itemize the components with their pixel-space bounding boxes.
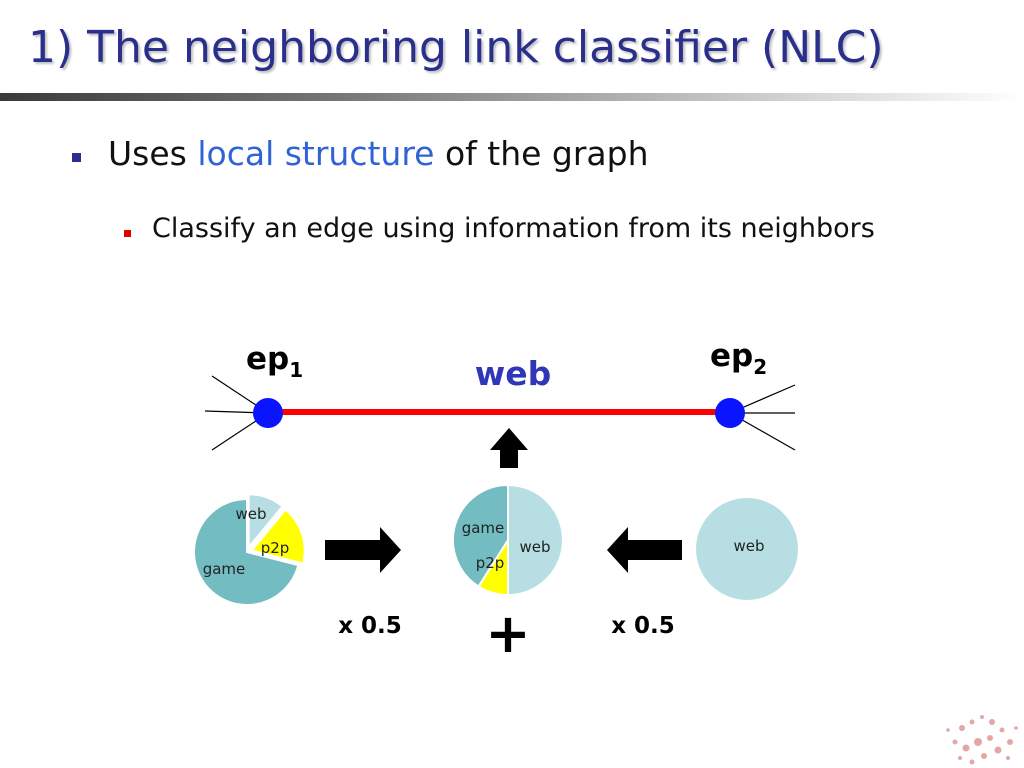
sub-bullet-square-icon	[124, 230, 131, 237]
logo-dot	[1006, 756, 1010, 760]
arrow-right-icon	[325, 527, 401, 573]
left-neighbor-pie: web p2p game	[193, 493, 306, 606]
logo-dot	[969, 759, 975, 765]
sub-bullet-text: Classify an edge using information from …	[152, 213, 875, 244]
title-underline	[0, 93, 1024, 101]
pie-label-web: web	[519, 538, 550, 556]
logo-dot	[946, 728, 950, 732]
ep2-node	[715, 398, 745, 428]
pie-slice-web	[694, 496, 800, 602]
arrow-left-icon	[607, 527, 682, 573]
pie-label-p2p: p2p	[261, 539, 290, 557]
bullet-text-after: of the graph	[434, 134, 649, 173]
plus-sign: +	[485, 602, 530, 665]
arrow-up-icon	[490, 428, 528, 468]
logo-dot	[999, 727, 1005, 733]
logo-dot	[1007, 739, 1013, 745]
logo-dot	[962, 744, 970, 752]
ep1-label-subscript: 1	[289, 358, 303, 382]
right-neighbor-pie: web	[694, 496, 800, 602]
logo-dot	[959, 725, 965, 731]
pie-label-game: game	[203, 560, 246, 578]
logo-dot	[1014, 726, 1018, 730]
page-title: 1) The neighboring link classifier (NLC)	[28, 22, 884, 73]
left-weight-label: x 0.5	[338, 613, 402, 639]
ep1-label: ep1	[246, 341, 303, 382]
logo-dot	[994, 746, 1002, 754]
bullet-highlight: local structure	[197, 134, 435, 173]
pie-slice-web	[247, 493, 284, 551]
ep1-node	[253, 398, 283, 428]
logo-dot	[987, 735, 993, 741]
logo-watermark	[946, 715, 1018, 765]
pie-slice-game	[452, 483, 509, 588]
ep1-label-base: ep	[246, 341, 289, 377]
right-weight-label: x 0.5	[611, 613, 675, 639]
pie-label-p2p: p2p	[476, 554, 505, 572]
pie-slice-p2p	[249, 508, 306, 565]
ep2-label-subscript: 2	[753, 355, 767, 379]
bullet-text-before: Uses	[108, 134, 198, 173]
ep2-label: ep2	[710, 338, 767, 379]
logo-dot	[981, 753, 987, 759]
pie-slice-game	[193, 497, 300, 606]
logo-dot	[974, 738, 982, 746]
edge-class-label: web	[475, 354, 552, 393]
logo-dot	[952, 739, 958, 745]
pie-label-web: web	[235, 505, 266, 523]
ep2-label-base: ep	[710, 338, 753, 374]
pie-label-game: game	[462, 519, 505, 537]
bullet-text: Uses local structure of the graph	[108, 134, 649, 173]
logo-dot	[958, 756, 962, 760]
combined-distribution-pie: web p2p game	[452, 483, 564, 597]
logo-dot	[980, 715, 984, 719]
logo-dot	[989, 719, 995, 725]
logo-dot	[969, 719, 975, 725]
bullet-square-icon	[72, 153, 81, 162]
pie-label-web: web	[733, 537, 764, 555]
pie-slice-web	[507, 483, 564, 597]
